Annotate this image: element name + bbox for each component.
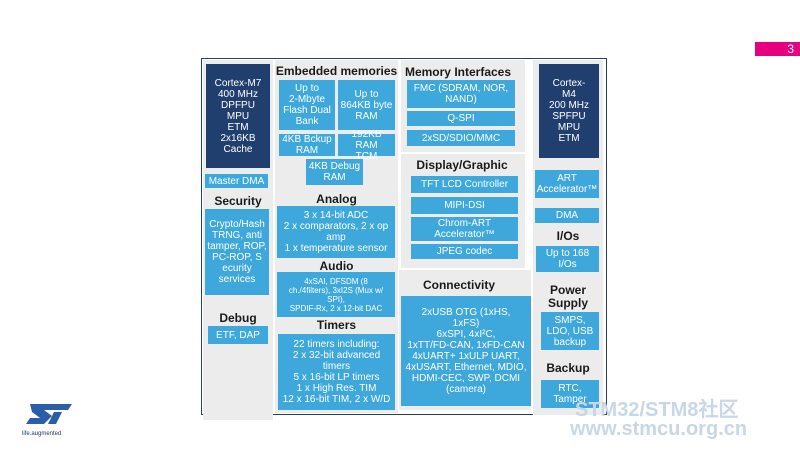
backup-block: RTC, Tamper <box>541 380 599 408</box>
flash-memory-block: Up to 2-Mbyte Flash Dual Bank <box>279 80 335 130</box>
analog-block: 3 x 14-bit ADC 2 x comparators, 2 x op a… <box>277 206 395 258</box>
display-graphic-title: Display/Graphic <box>416 158 508 172</box>
analog-title: Analog <box>316 192 357 206</box>
power-supply-title: Power Supply <box>547 283 588 310</box>
chrom-art-block: Chrom-ART Accelerator™ <box>411 217 518 241</box>
debug-title: Debug <box>219 311 257 325</box>
power-supply-block: SMPS, LDO, USB backup <box>541 312 599 350</box>
qspi-block: Q-SPI <box>407 111 515 126</box>
fmc-block: FMC (SDRAM, NOR, NAND) <box>407 80 515 108</box>
jpeg-codec-block: JPEG codec <box>411 244 518 259</box>
backup-ram-block: 4KB Bckup RAM <box>279 134 335 156</box>
audio-block: 4xSAI, DFSDM (8 ch./4filters), 3xI2S (Mu… <box>277 272 395 317</box>
st-logo-icon <box>26 404 72 424</box>
debug-ram-block: 4KB Debug RAM <box>306 159 363 185</box>
connectivity-title: Connectivity <box>422 278 495 292</box>
master-dma-block: Master DMA <box>205 174 268 188</box>
debug-block: ETF, DAP <box>208 326 268 344</box>
cortex-m4-block: Cortex- M4 200 MHz SPFPU MPU ETM <box>539 64 599 158</box>
embedded-memories-title: Embedded memories <box>275 64 398 78</box>
memory-interfaces-title: Memory Interfaces <box>404 65 512 79</box>
cortex-m7-block: Cortex-M7 400 MHz DPFPU MPU ETM 2x16KB C… <box>206 64 270 168</box>
dma-block: DMA <box>535 208 599 223</box>
sdmmc-block: 2xSD/SDIO/MMC <box>407 130 515 146</box>
ios-block: Up to 168 I/Os <box>536 246 599 272</box>
ram-memory-block: Up to 864KB byte RAM <box>338 80 395 130</box>
security-block: Crypto/Hash TRNG, anti tamper, ROP, PC-R… <box>205 209 269 295</box>
tft-lcd-controller-block: TFT LCD Controller <box>411 176 518 193</box>
tcm-ram-block: 192KB RAM TCM <box>338 129 395 162</box>
security-title: Security <box>214 194 262 208</box>
logo-tagline: life.augmented <box>22 431 62 437</box>
st-logo: life.augmented <box>22 402 78 437</box>
art-accelerator-block: ART Accelerator™ <box>535 170 599 198</box>
backup-title: Backup <box>546 361 590 375</box>
ios-title: I/Os <box>556 229 580 243</box>
timers-title: Timers <box>316 318 357 332</box>
watermark-line2: www.stmcu.org.cn <box>570 418 748 440</box>
connectivity-block: 2xUSB OTG (1xHS, 1xFS) 6xSPI, 4xI²C, 1xT… <box>401 296 531 406</box>
mipi-dsi-block: MIPI-DSI <box>411 197 518 214</box>
page-number: 3 <box>755 42 800 56</box>
audio-title: Audio <box>319 259 354 273</box>
timers-block: 22 timers including: 2 x 32-bit advanced… <box>278 334 395 410</box>
watermark-line1: STM32/STM8社区 <box>575 399 739 421</box>
